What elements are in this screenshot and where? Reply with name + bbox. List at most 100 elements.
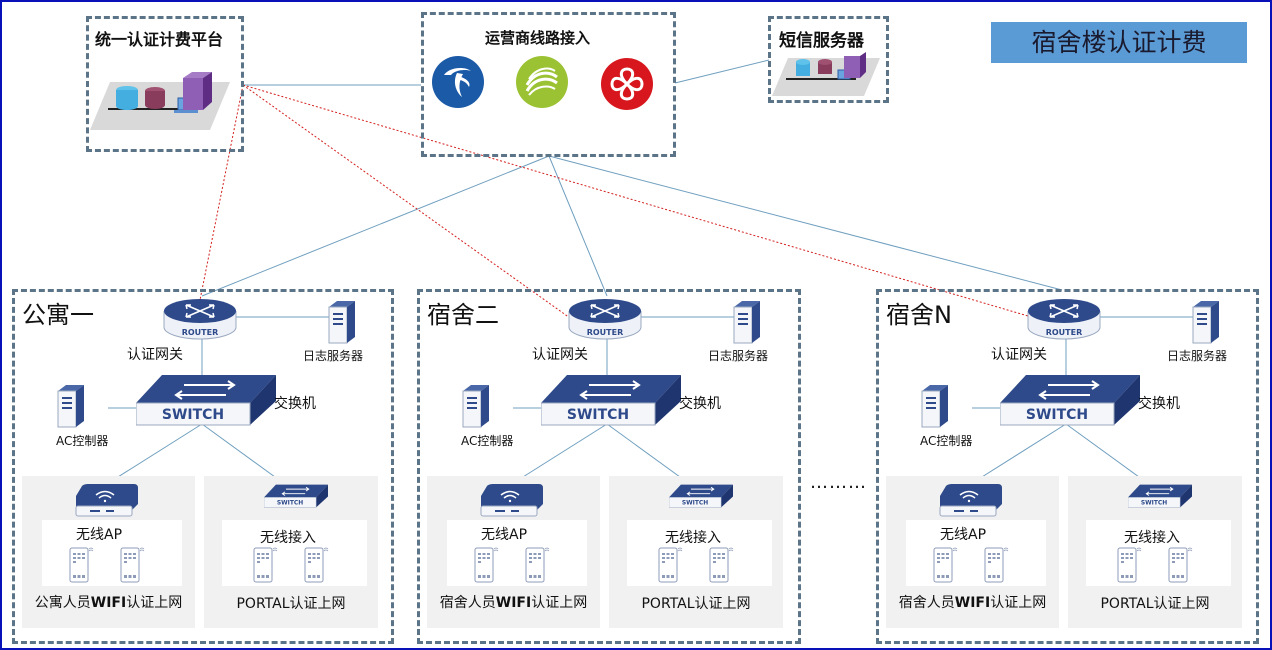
phone-icon [525, 547, 550, 583]
phone-icon [120, 547, 145, 583]
switch-text: SWITCH [162, 407, 224, 423]
building-section: 宿舍二 ROUTER 认证网关 日志服务器 SWITCH 交换机 A [417, 289, 801, 645]
wireless-ap-label: 无线AP [940, 527, 987, 543]
caption-bold: WIFI [954, 595, 991, 611]
auth-gateway-label: 认证网关 [991, 347, 1047, 363]
wireless-ap-icon [480, 484, 543, 517]
auth-platform-server-icon [90, 72, 230, 130]
wireless-access-label: 无线接入 [665, 530, 721, 546]
switch-text: SWITCH [1026, 407, 1088, 423]
ac-controller-label: AC控制器 [56, 434, 109, 448]
diagram-title: 宿舍楼认证计费 [991, 22, 1247, 63]
switch-label: 交换机 [274, 396, 316, 412]
core-switch-icon: SWITCH [541, 375, 681, 426]
portal-auth-caption: PORTAL认证上网 [236, 596, 346, 612]
wireless-ap-label: 无线AP [481, 527, 528, 543]
ac-controller-icon [921, 385, 948, 428]
caption-suffix: 认证上网 [531, 595, 588, 611]
sms-server-label: 短信服务器 [779, 31, 864, 51]
wireless-ap-icon [939, 484, 1002, 517]
building-box [12, 289, 394, 644]
caption-bold: WIFI [495, 595, 532, 611]
portal-auth-caption: PORTAL认证上网 [641, 596, 751, 612]
switch-label: 交换机 [679, 396, 721, 412]
switch-text: SWITCH [1141, 500, 1167, 507]
sms-server-box [768, 16, 889, 103]
china-mobile-logo [516, 56, 568, 108]
switch-label: 交换机 [1138, 396, 1180, 412]
phone-icon [1168, 547, 1193, 583]
building-name: 宿舍二 [427, 301, 499, 329]
building-section: 公寓一 ROUTER 认证网关 日志服务器 SWITCH 交换机 A [12, 289, 394, 645]
portal-devices-area [222, 520, 367, 586]
router-icon: ROUTER [1027, 299, 1101, 340]
phone-icon [984, 547, 1009, 583]
switch-text: SWITCH [277, 500, 303, 507]
portal-devices-area [627, 520, 772, 586]
ac-controller-label: AC控制器 [920, 434, 973, 448]
ac-controller-icon [57, 385, 84, 428]
switch-text: SWITCH [567, 407, 629, 423]
building-box [417, 289, 801, 644]
auth-platform-box [86, 16, 244, 152]
router-text: ROUTER [587, 328, 624, 337]
sms-server-cluster-icon [772, 52, 880, 96]
phone-icon [933, 547, 958, 583]
core-switch-icon: SWITCH [136, 375, 276, 426]
phone-icon [1117, 547, 1142, 583]
wireless-access-label: 无线接入 [1124, 530, 1180, 546]
building-links [513, 316, 735, 486]
more-buildings-ellipsis: ……… [810, 472, 867, 493]
ac-controller-icon [462, 385, 489, 428]
wireless-access-label: 无线接入 [260, 530, 316, 546]
core-switch-icon: SWITCH [1000, 375, 1140, 426]
phone-icon [69, 547, 94, 583]
log-server-icon [328, 301, 355, 344]
log-server-label: 日志服务器 [1167, 349, 1228, 363]
wifi-devices-area [447, 520, 587, 586]
building-section: 宿舍N ROUTER 认证网关 日志服务器 SWITCH 交换机 A [876, 289, 1259, 645]
portal-devices-area [1086, 520, 1231, 586]
carrier-access-label: 运营商线路接入 [485, 29, 591, 47]
switch-text: SWITCH [682, 500, 708, 507]
phone-icon [658, 547, 683, 583]
caption-bold: WIFI [90, 595, 127, 611]
building-name: 宿舍N [886, 301, 952, 329]
log-server-label: 日志服务器 [708, 349, 769, 363]
router-icon: ROUTER [163, 299, 237, 340]
auth-gateway-label: 认证网关 [532, 347, 588, 363]
auth-platform-label: 统一认证计费平台 [95, 30, 224, 49]
access-switch-icon: SWITCH [264, 484, 328, 508]
portal-auth-caption: PORTAL认证上网 [1100, 596, 1210, 612]
building-name: 公寓一 [22, 301, 94, 329]
caption-suffix: 认证上网 [126, 595, 183, 611]
caption-suffix: 认证上网 [990, 595, 1047, 611]
wifi-devices-area [906, 520, 1046, 586]
building-box [876, 289, 1259, 644]
caption-prefix: 宿舍人员 [898, 595, 955, 611]
phone-icon [304, 547, 329, 583]
wireless-ap-icon [75, 484, 138, 517]
caption-prefix: 宿舍人员 [439, 595, 496, 611]
phone-icon [253, 547, 278, 583]
wifi-auth-caption: 宿舍人员WIFI认证上网 [427, 592, 600, 612]
router-icon: ROUTER [568, 299, 642, 340]
access-switch-icon: SWITCH [1128, 484, 1192, 508]
ac-controller-label: AC控制器 [461, 434, 514, 448]
caption-prefix: 公寓人员 [34, 595, 91, 611]
wireless-ap-label: 无线AP [76, 527, 123, 543]
wifi-devices-area [42, 520, 182, 586]
china-unicom-logo [601, 58, 653, 110]
log-server-icon [1192, 301, 1219, 344]
access-switch-icon: SWITCH [669, 484, 733, 508]
log-server-label: 日志服务器 [303, 349, 364, 363]
wifi-auth-caption: 宿舍人员WIFI认证上网 [886, 592, 1059, 612]
carrier-access-box [421, 12, 676, 157]
router-text: ROUTER [1046, 328, 1083, 337]
phone-icon [474, 547, 499, 583]
phone-icon [709, 547, 734, 583]
wifi-auth-caption: 公寓人员WIFI认证上网 [22, 592, 195, 612]
china-telecom-logo [432, 56, 484, 108]
auth-gateway-label: 认证网关 [127, 347, 183, 363]
log-server-icon [733, 301, 760, 344]
